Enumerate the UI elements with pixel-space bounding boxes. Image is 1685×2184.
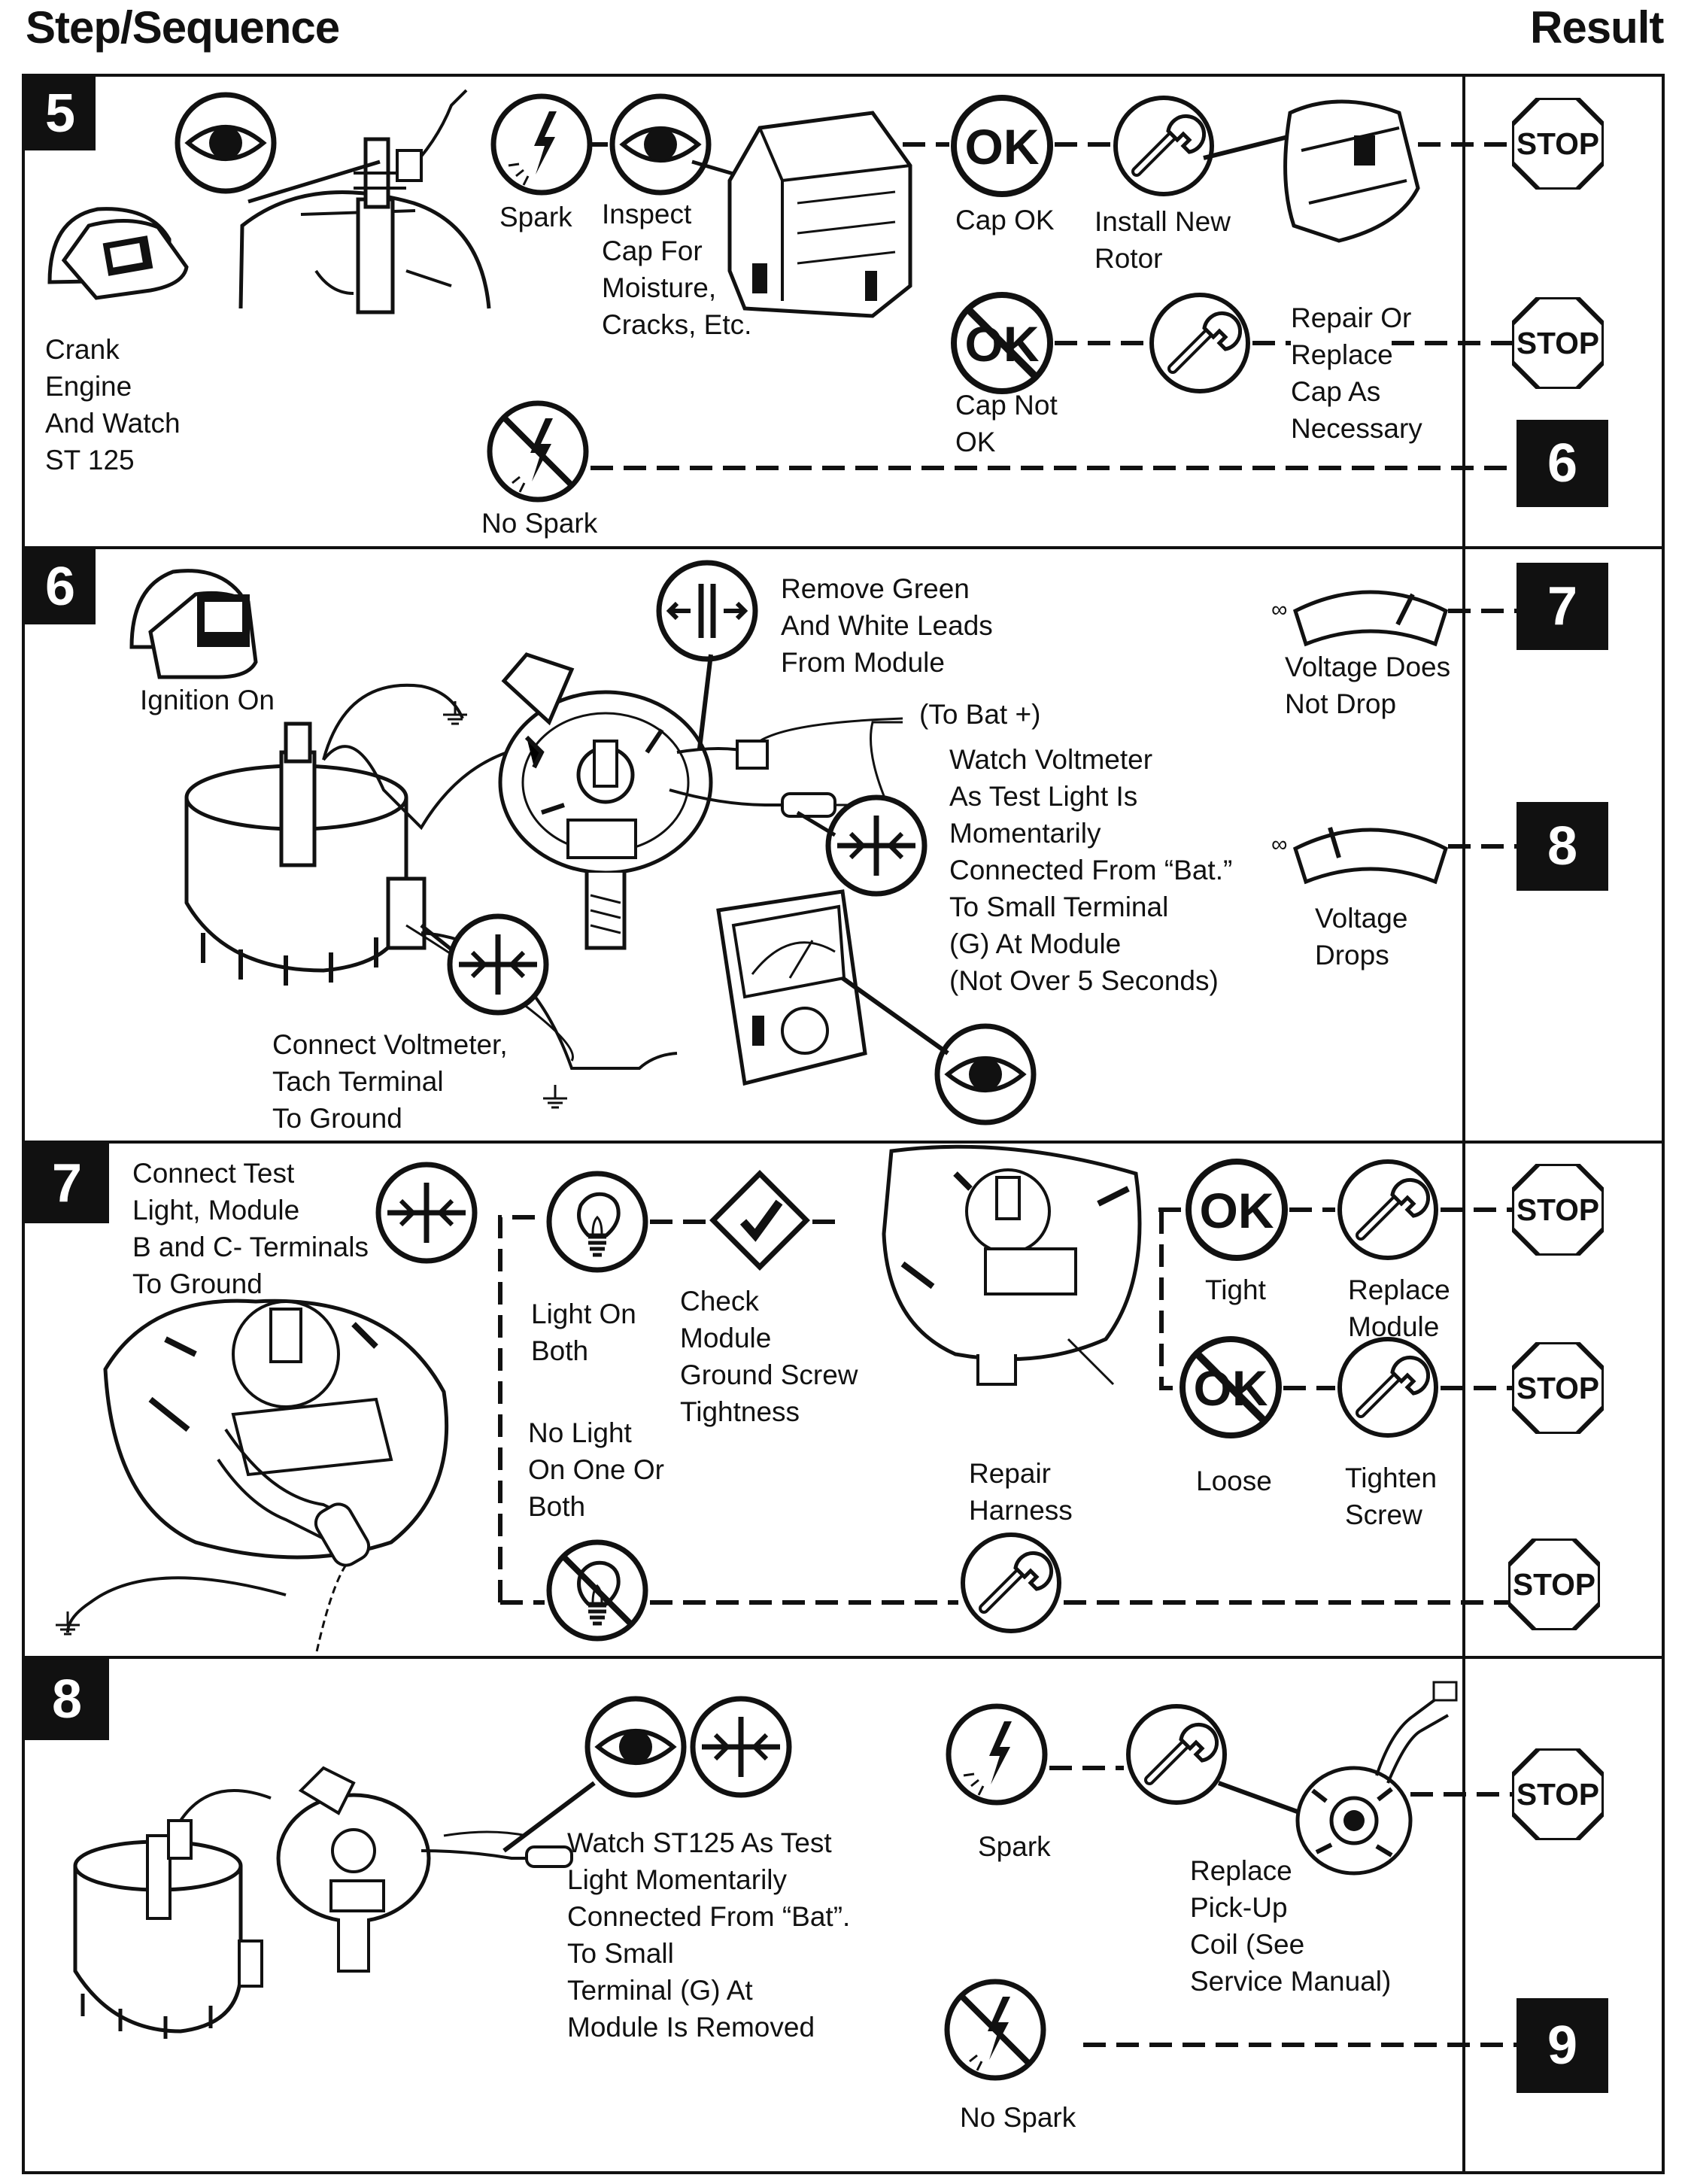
ground-icon <box>542 1083 569 1109</box>
spark-label: Spark <box>499 202 572 232</box>
result-goto-step-8: 8 <box>1516 802 1608 891</box>
header-step-sequence: Step/Sequence <box>26 2 340 53</box>
step-7-connectors <box>498 1207 1512 1605</box>
infinity-symbol: ∞ <box>1271 597 1288 622</box>
step-5-panel <box>47 89 1516 500</box>
eye-icon <box>178 95 274 191</box>
distributor-st125-illustration <box>73 1766 573 2039</box>
step-8-connectors <box>1049 1766 1516 2047</box>
no-spark-icon <box>490 403 586 500</box>
result-goto-step-9: 9 <box>1516 1998 1608 2093</box>
distributor-module-illustration <box>498 652 903 950</box>
step-6-panel <box>129 563 1516 1122</box>
voltmeter-illustration <box>716 889 867 1086</box>
test-light-icon <box>450 916 546 1013</box>
light-on-both-label: Light On Both <box>531 1299 636 1366</box>
module-test-light-illustration <box>66 1299 449 1656</box>
stop-sign-icon <box>1512 98 1604 190</box>
check-module-screw-label: Check Module Ground Screw Tightness <box>680 1286 858 1427</box>
light-bulb-icon <box>549 1174 645 1270</box>
remove-leads-label: Remove Green And White Leads From Module <box>781 573 993 678</box>
inspect-cap-label: Inspect Cap For Moisture, Cracks, Etc. <box>602 199 752 340</box>
replace-pickup-coil-label: Replace Pick-Up Coil (See Service Manual… <box>1190 1855 1392 1997</box>
stop-sign-icon <box>1508 1539 1600 1630</box>
cap-not-ok-label: Cap Not OK <box>955 390 1058 457</box>
no-light-label: No Light On One Or Both <box>528 1417 664 1522</box>
stop-sign-icon <box>1512 1748 1604 1840</box>
connect-voltmeter-label: Connect Voltmeter, Tach Terminal To Grou… <box>272 1029 508 1134</box>
ignition-switch-crank-illustration <box>47 207 189 300</box>
step-number-6: 6 <box>25 549 96 624</box>
no-light-bulb-icon <box>549 1542 645 1639</box>
ok-icon <box>954 98 1050 194</box>
repair-replace-cap-label: Repair Or Replace Cap As Necessary <box>1291 302 1422 444</box>
repair-harness-label: Repair Harness <box>969 1458 1073 1526</box>
rotor-illustration <box>1283 99 1420 243</box>
watch-voltmeter-label: Watch Voltmeter As Test Light Is Momenta… <box>949 744 1233 996</box>
not-ok-icon <box>1183 1339 1279 1435</box>
ignition-switch-on-illustration <box>129 569 258 679</box>
check-icon <box>713 1174 806 1267</box>
wrench-icon <box>1340 1339 1436 1435</box>
no-spark-icon <box>947 1982 1043 2078</box>
voltmeter-gauge-icon <box>1295 830 1446 882</box>
wrench-icon <box>1152 295 1248 391</box>
voltage-drops-label: Voltage Drops <box>1315 903 1408 970</box>
stop-sign-icon <box>1512 1164 1604 1256</box>
ok-icon <box>1189 1162 1285 1258</box>
eye-icon <box>587 1699 684 1795</box>
replace-module-label: Replace Module <box>1348 1274 1450 1342</box>
test-light-icon <box>828 797 924 894</box>
result-goto-step-7: 7 <box>1516 563 1608 650</box>
step-number-5: 5 <box>25 77 96 150</box>
no-spark-label: No Spark <box>960 2102 1076 2133</box>
install-new-rotor-label: Install New Rotor <box>1094 206 1231 274</box>
ignition-on-label: Ignition On <box>140 685 275 715</box>
spark-icon <box>949 1706 1045 1803</box>
tight-label: Tight <box>1205 1274 1266 1305</box>
module-ground-screw-illustration <box>882 1144 1142 1386</box>
test-light-icon <box>378 1165 475 1261</box>
step-7-panel <box>54 1144 1512 1656</box>
spark-icon <box>493 96 590 193</box>
test-light-icon <box>693 1699 789 1795</box>
loose-label: Loose <box>1196 1466 1272 1496</box>
distributor-cap-wiring-illustration <box>184 683 678 1070</box>
voltage-does-not-drop-label: Voltage Does Not Drop <box>1285 652 1451 719</box>
distributor-cap-illustration <box>727 111 912 318</box>
eye-icon <box>937 1026 1034 1122</box>
wrench-icon <box>1116 98 1212 194</box>
wrench-icon <box>1340 1162 1436 1258</box>
header-result: Result <box>1530 2 1664 53</box>
stop-sign-icon <box>1512 297 1604 389</box>
tighten-screw-label: Tighten Screw <box>1345 1463 1438 1530</box>
eye-icon <box>612 96 709 193</box>
stop-sign-icon <box>1512 1342 1604 1434</box>
infinity-symbol: ∞ <box>1271 832 1288 857</box>
crank-engine-label: Crank Engine And Watch ST 125 <box>45 334 181 475</box>
step-number-8: 8 <box>25 1659 109 1740</box>
cap-ok-label: Cap OK <box>955 205 1055 235</box>
distributor-with-st125-illustration <box>238 89 491 314</box>
not-ok-icon <box>954 295 1050 391</box>
disconnect-icon <box>659 563 755 659</box>
wrench-icon <box>1128 1706 1225 1803</box>
step-number-7: 7 <box>25 1144 109 1223</box>
table-frame <box>22 74 1665 2174</box>
to-bat-label: (To Bat +) <box>919 699 1041 730</box>
step-8-panel <box>73 1681 1516 2078</box>
step-6-connectors <box>1448 609 1516 849</box>
watch-st125-label: Watch ST125 As Test Light Momentarily Co… <box>567 1827 851 2043</box>
wrench-icon <box>963 1535 1059 1631</box>
no-spark-label: No Spark <box>481 508 598 539</box>
voltmeter-gauge-icon <box>1295 592 1446 644</box>
connect-test-light-label: Connect Test Light, Module B and C- Term… <box>132 1158 369 1299</box>
spark-label: Spark <box>978 1831 1051 1862</box>
step-5-connectors <box>591 142 1516 470</box>
ground-icon <box>442 700 469 725</box>
result-goto-step-6: 6 <box>1516 420 1608 507</box>
pick-up-coil-illustration <box>1295 1681 1458 1876</box>
